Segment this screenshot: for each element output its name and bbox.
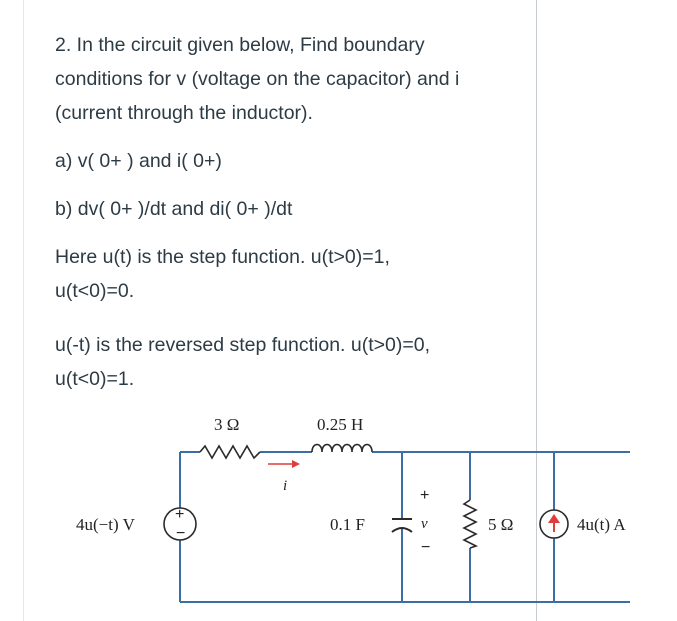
current-source-arrowhead-icon: [548, 514, 560, 523]
note-reversed-line1: u(-t) is the reversed step function. u(t…: [55, 334, 431, 356]
circuit-wires: [179, 451, 630, 603]
question-line: 2. In the circuit given below, Find boun…: [55, 34, 425, 56]
vsource-plus: +: [175, 506, 184, 523]
part-a: a) v( 0+ ) and i( 0+): [55, 150, 222, 172]
question-text: 2. In the circuit given below, Find boun…: [55, 28, 525, 396]
voltage-source-icon: [163, 507, 197, 541]
note-reversed-line2: u(t<0)=1.: [55, 368, 135, 390]
left-page-rule: [23, 0, 24, 621]
vsource-minus: −: [176, 525, 185, 542]
current-source-label: 4u(t) A: [577, 515, 626, 534]
cap-voltage-plus: +: [420, 487, 429, 504]
right-page-rule: [536, 0, 537, 621]
inductor-label: 0.25 H: [317, 415, 363, 434]
resistor1-label: 3 Ω: [214, 415, 239, 434]
resistor2-label: 5 Ω: [488, 515, 513, 534]
note-step-line1: Here u(t) is the step function. u(t>0)=1…: [55, 246, 390, 268]
current-arrowhead-icon: [292, 460, 300, 468]
current-label: i: [283, 478, 287, 494]
capacitor-label: 0.1 F: [330, 515, 365, 534]
circuit-diagram: 3 Ω 0.25 H i + − 4u(−t) V 0.1 F + v − 5 …: [30, 400, 670, 610]
resistor-3ohm-icon: [199, 444, 261, 460]
part-b: b) dv( 0+ )/dt and di( 0+ )/dt: [55, 198, 293, 220]
cap-voltage-label: v: [421, 516, 428, 532]
inductor-icon: [311, 443, 373, 453]
cap-voltage-minus: −: [421, 539, 430, 556]
voltage-source-label: 4u(−t) V: [76, 515, 136, 534]
capacitor-plate-bottom-icon: [391, 527, 413, 533]
question-line: conditions for v (voltage on the capacit…: [55, 68, 460, 90]
question-line: (current through the inductor).: [55, 102, 313, 124]
resistor-5ohm-icon: [462, 499, 479, 549]
note-step-line2: u(t<0)=0.: [55, 280, 135, 302]
